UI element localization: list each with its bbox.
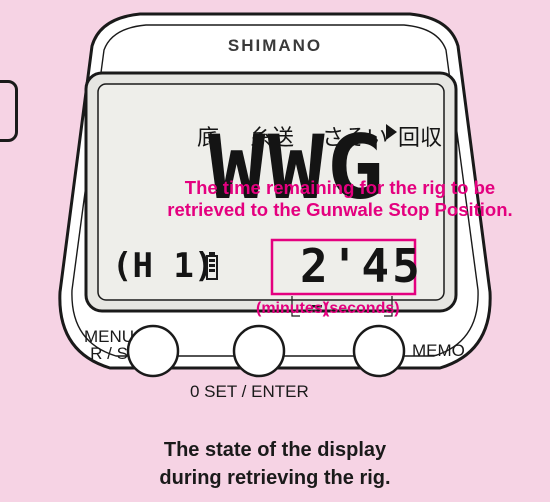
left-panel-fragment [0,80,18,142]
seconds-label: (seconds) [324,300,400,317]
play-triangle-icon [386,124,397,140]
battery-icon [206,252,218,280]
lcd-screen [97,83,445,301]
time-remaining-value: 2'45 [300,239,423,293]
zero-set-button-shape [232,324,286,378]
memo-label: MEMO [412,341,465,360]
brand-logo: SHIMANO [227,36,323,55]
mode-label-bottom: 底 [197,126,220,151]
memo-button-shape [352,324,406,378]
mode-label-lure: さそい [322,126,389,151]
zero-set-enter-label: 0 SET / ENTER [190,382,309,401]
depth-digits: WWG [208,116,387,219]
time-highlight-box [270,238,417,296]
annotation-line-2: retrieved to the Gunwale Stop Position. [167,199,513,220]
zero-set-enter-button[interactable] [234,326,284,376]
mode-label-retrieve: 回収 [398,126,443,151]
menu-rs-button[interactable] [128,326,178,376]
channel-indicator: (H 1) [112,246,215,286]
rs-label: R / S [90,344,128,363]
annotation-line-1: The time remaining for the rig to be [184,177,496,198]
caption-line-1: The state of the display [163,439,387,461]
mode-label-line-feed: 糸送 [250,126,295,151]
menu-rs-button-shape [126,324,180,378]
menu-label: MENU [84,327,135,346]
memo-button[interactable] [354,326,404,376]
caption-line-2: during retrieving the rig. [159,467,391,489]
minutes-label: (minutes) [256,300,328,317]
